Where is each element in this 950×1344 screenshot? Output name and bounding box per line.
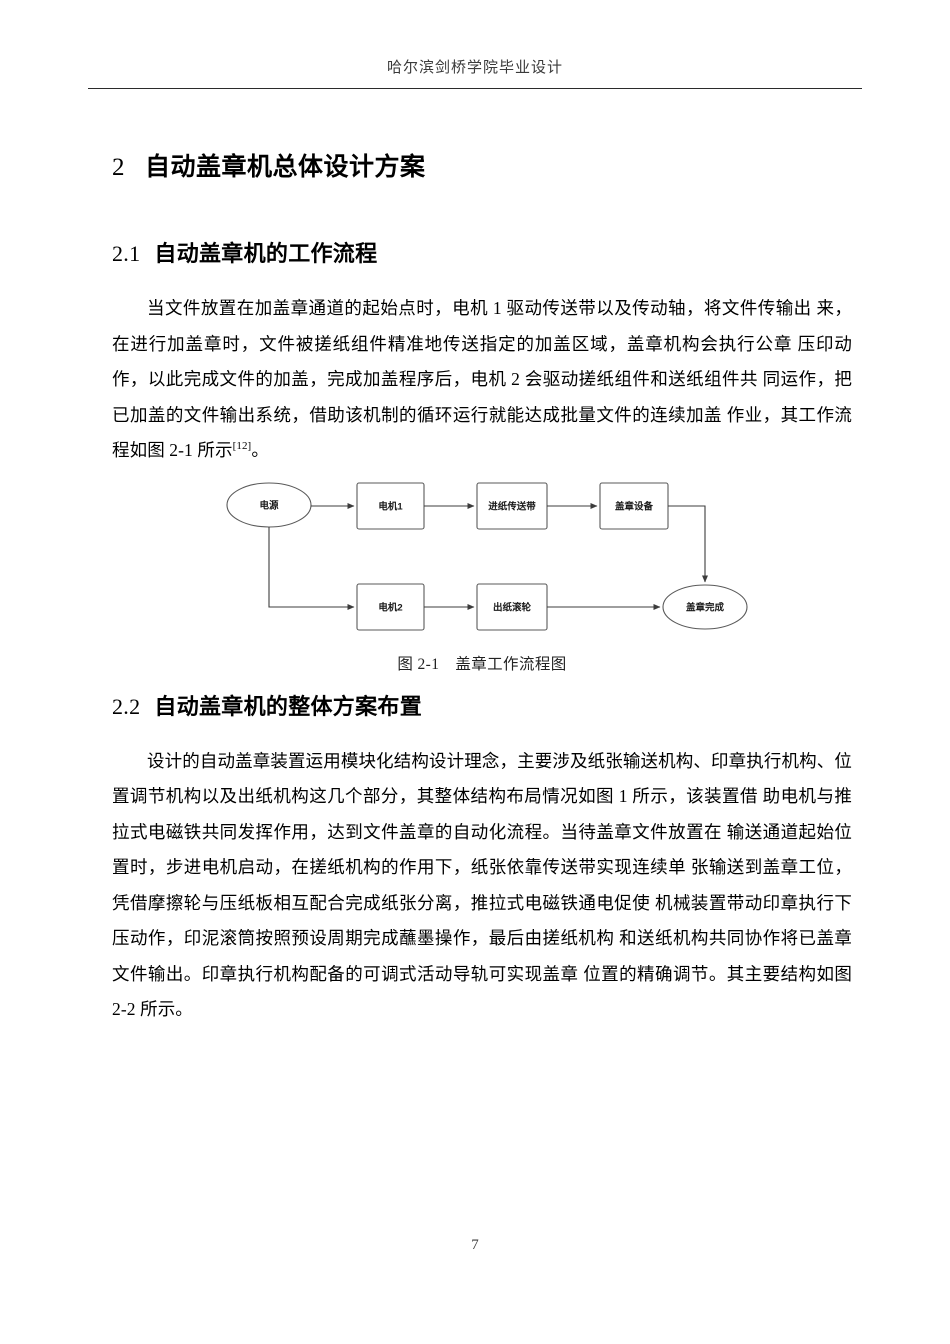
flow-node-stamp-device: 盖章设备 — [599, 481, 669, 530]
flow-node-power-label: 电源 — [259, 499, 279, 511]
figure-2-1: 电源 电机1 进纸传送带 盖章设备 — [112, 473, 852, 674]
running-header: 哈尔滨剑桥学院毕业设计 — [88, 58, 862, 78]
flow-node-output-roller-label: 出纸滚轮 — [493, 601, 532, 613]
figure-caption-label: 图 2-1 — [397, 655, 440, 673]
paragraph-2-1-tail: 。 — [251, 440, 269, 460]
section-number-2-1: 2.1 — [112, 241, 141, 266]
section-title-text-2-1: 自动盖章机的工作流程 — [154, 241, 378, 266]
chapter-number: 2 — [112, 154, 125, 181]
paragraph-2-1: 当文件放置在加盖章通道的起始点时，电机 1 驱动传送带以及传动轴，将文件传输出 … — [112, 291, 852, 469]
page-footer: 7 — [0, 1236, 950, 1254]
section-heading-2-1: 2.1 自动盖章机的工作流程 — [112, 239, 852, 269]
flowchart-canvas: 电源 电机1 进纸传送带 盖章设备 — [212, 473, 772, 638]
header-title: 哈尔滨剑桥学院毕业设计 — [386, 60, 563, 76]
flow-node-motor1: 电机1 — [356, 481, 425, 530]
header-divider — [88, 88, 862, 89]
paragraph-2-2: 设计的自动盖章装置运用模块化结构设计理念，主要涉及纸张输送机构、印章执行机构、位… — [112, 750, 852, 1020]
flow-node-stamp-done-label: 盖章完成 — [686, 601, 725, 613]
flow-edge-stampdevice-stampdone — [668, 504, 708, 582]
flow-node-motor2-label: 电机2 — [378, 601, 402, 613]
paragraph-2-1-body: 当文件放置在加盖章通道的起始点时，电机 1 驱动传送带以及传动轴，将文件传输出 … — [112, 298, 852, 460]
chapter-title-text: 自动盖章机总体设计方案 — [145, 153, 426, 181]
flow-node-power: 电源 — [226, 481, 312, 528]
figure-caption-text: 盖章工作流程图 — [455, 655, 567, 673]
section-heading-2-2: 2.2 自动盖章机的整体方案布置 — [112, 692, 852, 722]
citation-marker: [12] — [232, 440, 252, 453]
flowchart-svg: 电源 电机1 进纸传送带 盖章设备 — [226, 481, 748, 631]
flow-node-stamp-done: 盖章完成 — [662, 583, 748, 630]
section-title-text-2-2: 自动盖章机的整体方案布置 — [154, 693, 423, 719]
flow-edge-power-motor2 — [268, 526, 355, 610]
figure-2-1-caption: 图 2-1 盖章工作流程图 — [112, 652, 852, 674]
section-number-2-2: 2.2 — [112, 693, 141, 719]
flow-node-output-roller: 出纸滚轮 — [476, 582, 548, 631]
flow-node-motor1-label: 电机1 — [378, 500, 403, 512]
page-content: 2 自动盖章机总体设计方案 2.1 自动盖章机的工作流程 当文件放置在加盖章通道的起… — [112, 150, 852, 1028]
flow-node-feed-belt: 进纸传送带 — [476, 481, 548, 530]
flow-node-feed-belt-label: 进纸传送带 — [488, 500, 536, 512]
chapter-heading: 2 自动盖章机总体设计方案 — [112, 150, 852, 185]
flow-node-motor2: 电机2 — [356, 582, 425, 631]
flow-node-stamp-device-label: 盖章设备 — [615, 500, 654, 512]
page-number: 7 — [471, 1237, 479, 1253]
